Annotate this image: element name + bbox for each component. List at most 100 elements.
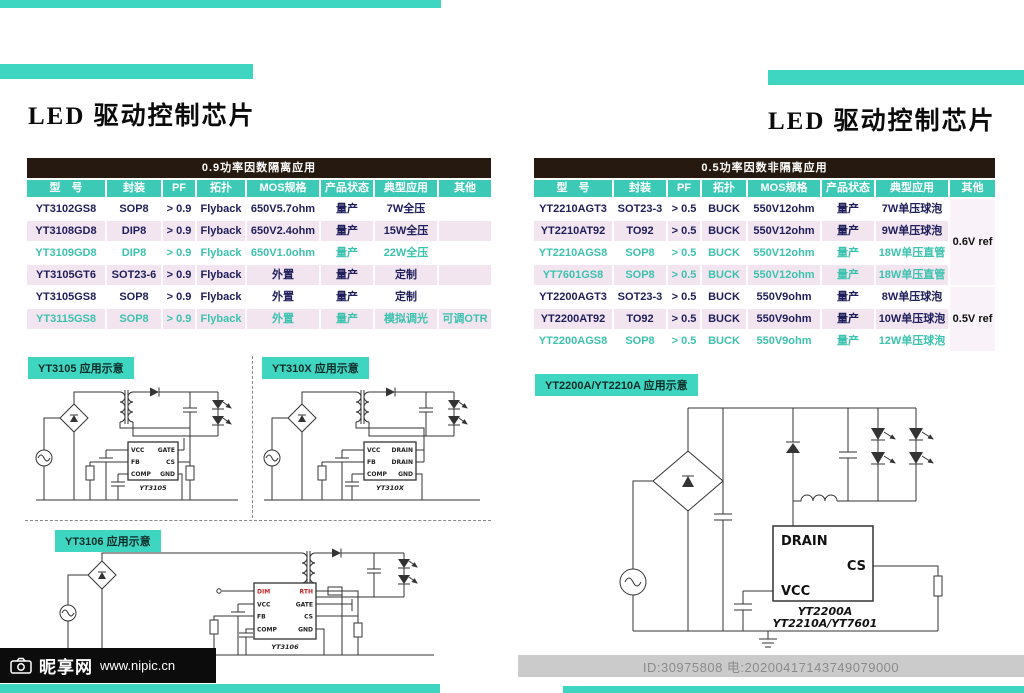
column-header: 典型应用: [373, 178, 439, 199]
cell-package: SOT23-3: [612, 285, 668, 309]
column-header: 封装: [105, 178, 163, 199]
ic-pin-label: CS: [847, 559, 866, 574]
cell-package: SOP8: [612, 263, 668, 287]
isolated-apps-table: 0.9功率因数隔离应用 型 号 封装 PF 拓扑 MOS规格 产品状态 典型应用…: [24, 156, 494, 331]
table-row: YT3102GS8 SOP8 > 0.9 Flyback 650V5.7ohm …: [25, 197, 494, 221]
ic-pin-label: DRAIN: [392, 447, 414, 454]
cell-package: SOP8: [612, 241, 668, 265]
ic-pin-label: VCC: [781, 584, 810, 599]
table-title: 0.5功率因数非隔离应用: [531, 156, 998, 180]
ic-part-name: YT2200A: [798, 605, 853, 618]
cell-topology: Flyback: [195, 219, 247, 243]
cell-pf: > 0.9: [161, 241, 197, 265]
cell-topology: Flyback: [195, 285, 247, 309]
yt3106-schematic: DIM VCC FB COMP RTH GATE CS GND YT3106: [59, 548, 434, 656]
ic-pin-label: FB: [257, 614, 266, 621]
table-title: 0.9功率因数隔离应用: [24, 156, 494, 180]
cell-app: 7W单压球泡: [874, 197, 950, 221]
cell-mos: 650V2.4ohm: [245, 219, 321, 243]
cell-package: SOP8: [105, 285, 163, 309]
watermark-site-name: 昵享网: [39, 658, 93, 677]
cell-pf: > 0.5: [666, 263, 702, 287]
cell-mos: 550V12ohm: [746, 241, 822, 265]
diagram-label-yt2200a: YT2200A/YT2210A 应用示意: [535, 374, 698, 396]
cell-pf: > 0.9: [161, 219, 197, 243]
cell-model: YT2210AGS8: [532, 241, 614, 265]
cell-topology: Flyback: [195, 241, 247, 265]
cell-pf: > 0.9: [161, 307, 197, 331]
cell-app: 7W全压: [373, 197, 439, 221]
table-row: YT2210AGT3 SOT23-3 > 0.5 BUCK 550V12ohm …: [532, 197, 998, 287]
dashed-divider-vertical: [252, 356, 253, 518]
cell-model: YT3108GD8: [25, 219, 107, 243]
cell-pf: > 0.5: [666, 197, 702, 221]
cell-package: SOP8: [105, 307, 163, 331]
teal-bar-right-title: [768, 70, 1024, 85]
cell-status: 量产: [319, 263, 375, 287]
ic-pin-label: COMP: [367, 471, 387, 478]
cell-topology: BUCK: [700, 329, 748, 353]
ic-part-name: YT310X: [376, 484, 405, 492]
page-title-right: LED 驱动控制芯片: [768, 108, 996, 135]
table-row: YT3108GD8 DIP8 > 0.9 Flyback 650V2.4ohm …: [25, 219, 494, 243]
column-header: 典型应用: [874, 178, 950, 199]
ic-pin-label: GND: [298, 627, 313, 634]
yt2200a-schematic: DRAIN CS VCC YT2200A YT2210A/YT7601: [619, 407, 943, 648]
ic-pin-label: VCC: [367, 447, 381, 454]
cell-status: 量产: [820, 329, 876, 353]
cell-other: [436, 263, 494, 287]
cell-model: YT2200AGT3: [532, 285, 614, 309]
ic-part-name: YT2210A/YT7601: [773, 617, 878, 630]
yt310x-schematic: VCC FB COMP DRAIN DRAIN GND YT310X: [263, 387, 480, 501]
cell-model: YT3105GS8: [25, 285, 107, 309]
cell-topology: BUCK: [700, 285, 748, 309]
cell-model: YT3102GS8: [25, 197, 107, 221]
cell-package: DIP8: [105, 219, 163, 243]
cell-app: 9W单压球泡: [874, 219, 950, 243]
stock-id-bar: ID:30975808 电:20200417143749079000: [518, 655, 1024, 677]
cell-status: 量产: [820, 285, 876, 309]
cell-model: YT3109GD8: [25, 241, 107, 265]
column-header: 型 号: [532, 178, 614, 199]
table-row: YT3105GS8 SOP8 > 0.9 Flyback 外置 量产 定制: [25, 285, 494, 309]
cell-mos: 外置: [245, 307, 321, 331]
ic-part-name: YT3105: [139, 484, 167, 492]
cell-app: 18W单压直管: [874, 241, 950, 265]
ic-pin-label: CS: [304, 614, 313, 621]
table-row: YT7601GS8 SOP8 > 0.5 BUCK 550V12ohm 量产 1…: [532, 263, 996, 287]
cell-mos: 550V12ohm: [746, 197, 822, 221]
table-row: YT3115GS8 SOP8 > 0.9 Flyback 外置 量产 模拟调光 …: [25, 307, 494, 331]
cell-app: 12W单压球泡: [874, 329, 950, 353]
column-header: 其他: [436, 178, 494, 199]
ic-pin-label: GATE: [296, 602, 313, 609]
column-header: 封装: [612, 178, 668, 199]
cell-status: 量产: [319, 285, 375, 309]
cell-topology: Flyback: [195, 263, 247, 287]
cell-topology: BUCK: [700, 263, 748, 287]
cell-topology: BUCK: [700, 307, 748, 331]
diagram-label-yt3105: YT3105 应用示意: [28, 357, 134, 379]
ic-pin-label: FB: [131, 459, 140, 466]
cell-model: YT2200AGS8: [532, 329, 614, 353]
cell-pf: > 0.5: [666, 219, 702, 243]
ic-pin-label: GND: [398, 471, 413, 478]
column-header: 拓扑: [195, 178, 247, 199]
table-row: YT2200AT92 TO92 > 0.5 BUCK 550V9ohm 量产 1…: [532, 307, 996, 331]
dashed-divider-horizontal: [25, 520, 491, 521]
ic-pin-label: RTH: [300, 589, 313, 596]
cell-mos: 650V5.7ohm: [245, 197, 321, 221]
ic-pin-label: DIM: [257, 589, 270, 596]
cell-mos: 650V1.0ohm: [245, 241, 321, 265]
column-header: 产品状态: [319, 178, 375, 199]
column-header: MOS规格: [746, 178, 822, 199]
cell-app: 定制: [373, 263, 439, 287]
watermark-bar: 昵享网 www.nipic.cn: [0, 648, 216, 683]
table-title-row: 0.9功率因数隔离应用: [24, 156, 494, 180]
cell-status: 量产: [820, 263, 876, 287]
cell-pf: > 0.9: [161, 285, 197, 309]
ic-pin-label: GATE: [158, 447, 175, 454]
cell-status: 量产: [820, 219, 876, 243]
cell-topology: BUCK: [700, 219, 748, 243]
cell-model: YT2210AT92: [532, 219, 614, 243]
